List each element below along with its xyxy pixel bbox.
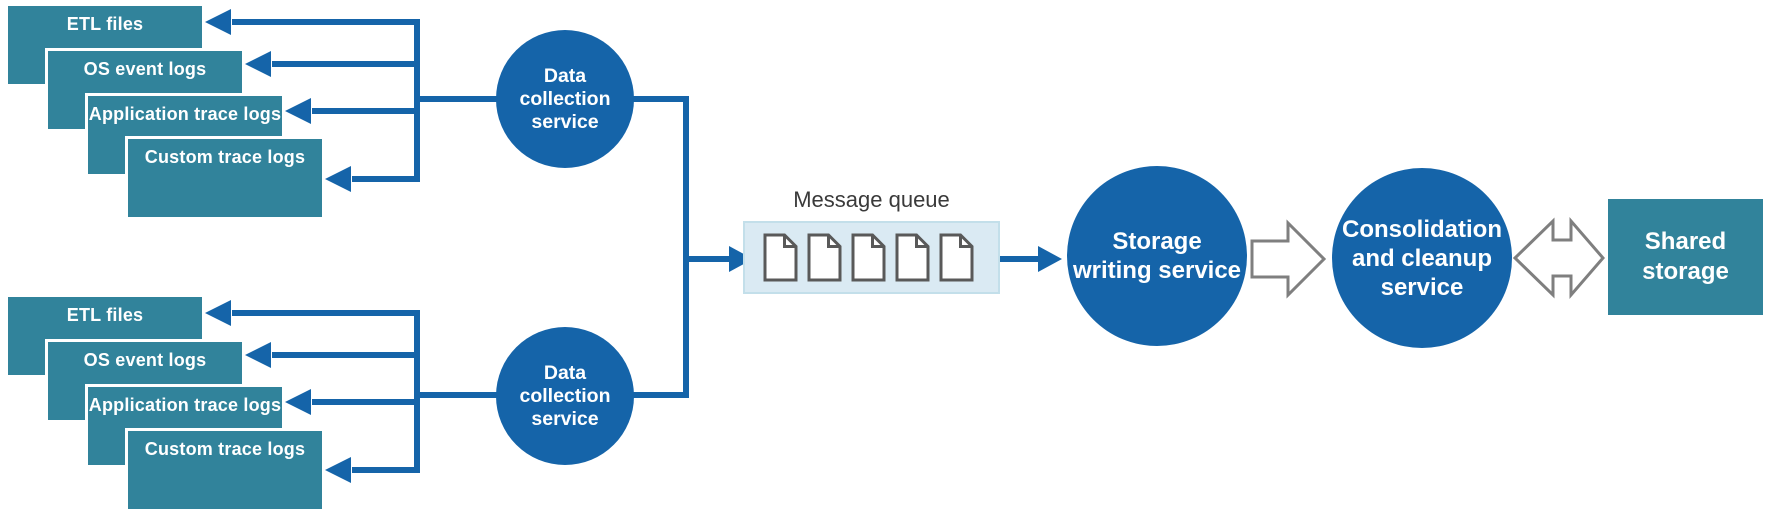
node-label: Data collection service (519, 361, 611, 430)
source-box-label: Custom trace logs (144, 147, 306, 167)
source-box-label: Custom trace logs (144, 439, 306, 459)
arrowhead-bottom-etl (205, 300, 231, 326)
node-shared-storage: Shared storage (1608, 199, 1763, 315)
node-label: Shared storage (1642, 228, 1729, 285)
node-storage-writing-service: Storage writing service (1067, 166, 1247, 346)
node-data-collection-service-top: Data collection service (496, 30, 634, 168)
arrowhead-bottom-app (285, 389, 311, 415)
message-queue-title: Message queue (793, 187, 950, 212)
hollow-arrow-storage-to-consolidation-icon (1250, 219, 1327, 299)
source-box-custom-trace-logs-bottom: Custom trace logs (125, 428, 325, 512)
source-box-label: OS event logs (83, 59, 207, 79)
document-icon (939, 233, 974, 282)
arrowhead-top-os (245, 51, 271, 77)
node-label: Consolidation and cleanup service (1342, 215, 1502, 301)
source-box-custom-trace-logs-top: Custom trace logs (125, 136, 325, 220)
node-consolidation-cleanup-service: Consolidation and cleanup service (1332, 168, 1512, 348)
arrowhead-queue-to-storage (1038, 246, 1062, 272)
arrowhead-top-app (285, 98, 311, 124)
node-data-collection-service-bottom: Data collection service (496, 327, 634, 465)
document-icon (807, 233, 842, 282)
document-icon (895, 233, 930, 282)
arrowhead-top-custom (325, 166, 351, 192)
source-box-label: Application trace logs (88, 395, 282, 415)
arrowhead-to-queue (729, 246, 753, 272)
node-label: Data collection service (519, 64, 611, 133)
source-box-label: ETL files (66, 305, 144, 325)
node-label: Storage writing service (1072, 228, 1242, 284)
source-box-label: OS event logs (83, 350, 207, 370)
merge-spine (631, 96, 689, 398)
arrowhead-bottom-custom (325, 457, 351, 483)
document-icon (763, 233, 798, 282)
arrowhead-top-etl (205, 9, 231, 35)
message-queue (743, 221, 1000, 294)
hollow-double-arrow-consolidation-shared-storage-icon (1512, 216, 1605, 300)
arrowhead-bottom-os (245, 342, 271, 368)
source-box-label: Application trace logs (88, 104, 282, 124)
source-box-label: ETL files (66, 14, 144, 34)
document-icon (851, 233, 886, 282)
